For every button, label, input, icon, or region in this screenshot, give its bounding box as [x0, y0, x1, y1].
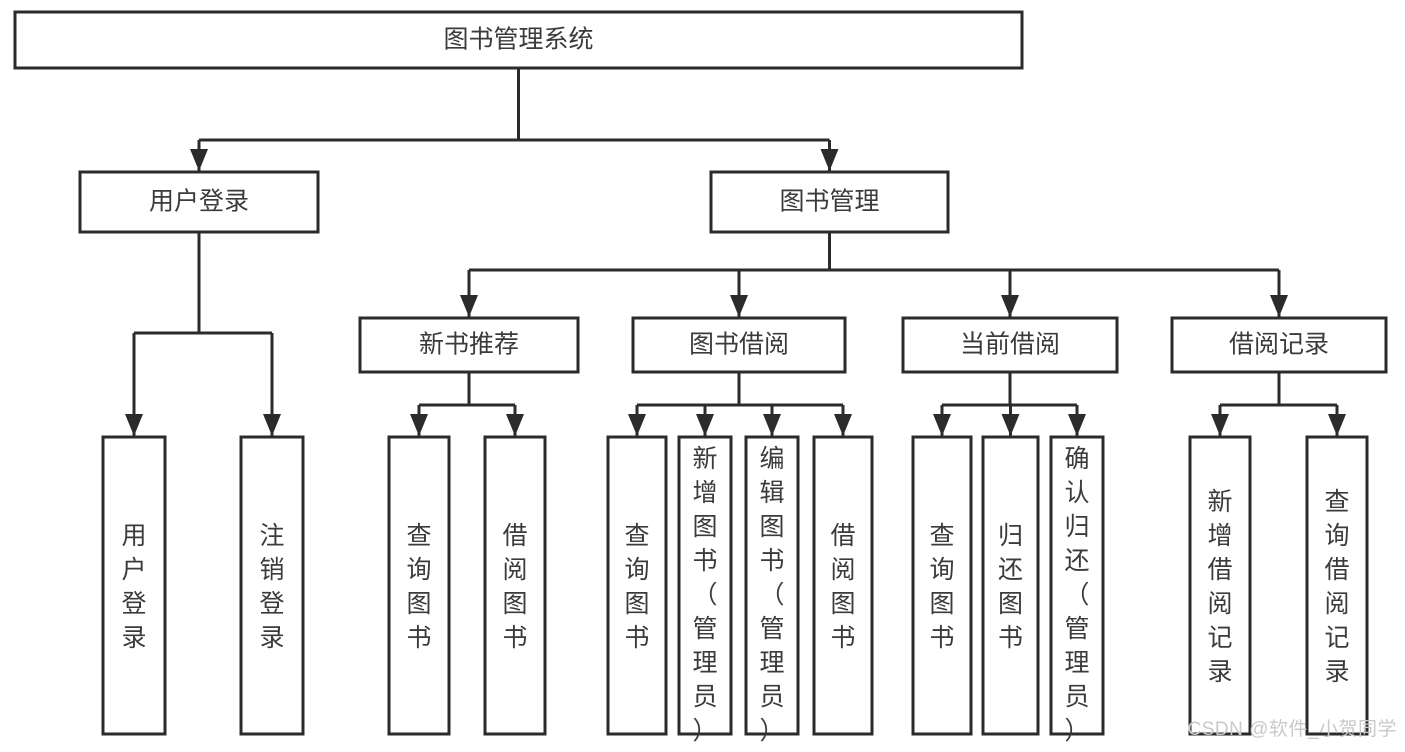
arrow-head-icon — [190, 149, 208, 171]
node-label-borrow-record: 借阅记录 — [1229, 331, 1329, 359]
node-box-book-borrow — [631, 316, 847, 374]
node-label-book-manage: 图书管理 — [779, 188, 879, 216]
node-layer: 图书管理系统用户登录用户登录注销登录图书管理新书推荐查询图书借阅图书图书借阅查询… — [13, 10, 1388, 745]
node-box-borrow-edit-book — [744, 435, 800, 736]
node-box-book-manage — [709, 170, 950, 234]
node-current-confirm-return[interactable]: 确认归还（管理员） — [1049, 435, 1105, 745]
node-label-record-query: 查询借阅记录 — [1324, 488, 1349, 686]
arrow-head-icon — [1001, 295, 1019, 317]
node-user-logout[interactable]: 注销登录 — [239, 435, 305, 736]
node-recommend-borrow-book[interactable]: 借阅图书 — [483, 435, 547, 736]
node-current-borrow[interactable]: 当前借阅 — [901, 316, 1119, 374]
node-user-login[interactable]: 用户登录 — [78, 170, 320, 234]
node-box-user-login-do — [101, 435, 167, 736]
node-box-borrow-record — [1170, 316, 1388, 374]
node-label-recommend-query-book: 查询图书 — [406, 522, 431, 652]
node-box-root — [13, 10, 1024, 70]
arrow-head-icon — [820, 149, 839, 171]
node-borrow-borrow-book[interactable]: 借阅图书 — [812, 435, 874, 736]
node-borrow-add-book[interactable]: 新增图书（管理员） — [677, 435, 733, 745]
node-label-borrow-edit-book: 编辑图书（管理员） — [759, 445, 784, 745]
node-label-borrow-add-book: 新增图书（管理员） — [692, 445, 717, 745]
node-label-user-login: 用户登录 — [149, 188, 249, 216]
arrow-head-icon — [834, 414, 852, 436]
arrow-head-icon — [263, 414, 281, 436]
node-user-login-do[interactable]: 用户登录 — [101, 435, 167, 736]
node-box-new-book-recommend — [358, 316, 580, 374]
arrow-head-icon — [125, 414, 143, 436]
node-box-record-add — [1188, 435, 1252, 736]
arrow-head-icon — [730, 295, 748, 317]
node-label-book-borrow: 图书借阅 — [689, 331, 789, 359]
arrow-head-icon — [460, 295, 478, 317]
node-borrow-query-book[interactable]: 查询图书 — [606, 435, 668, 736]
node-box-borrow-add-book — [677, 435, 733, 736]
node-label-current-confirm-return: 确认归还（管理员） — [1064, 445, 1089, 745]
node-current-return-book[interactable]: 归还图书 — [981, 435, 1040, 736]
csdn-watermark: CSDN @软件_小贺同学 — [1187, 719, 1397, 740]
node-box-user-login — [78, 170, 320, 234]
node-label-recommend-borrow-book: 借阅图书 — [502, 522, 527, 652]
node-label-new-book-recommend: 新书推荐 — [419, 331, 519, 359]
node-borrow-edit-book[interactable]: 编辑图书（管理员） — [744, 435, 800, 745]
arrow-head-icon — [1270, 295, 1288, 317]
arrow-head-icon — [696, 414, 714, 436]
node-box-current-borrow — [901, 316, 1119, 374]
arrow-head-icon — [763, 414, 781, 436]
arrow-head-icon — [1328, 414, 1346, 436]
node-record-query[interactable]: 查询借阅记录 — [1305, 435, 1369, 736]
arrow-head-icon — [506, 414, 524, 436]
node-recommend-query-book[interactable]: 查询图书 — [387, 435, 451, 736]
node-label-borrow-query-book: 查询图书 — [624, 522, 649, 652]
node-label-record-add: 新增借阅记录 — [1207, 488, 1232, 686]
node-label-current-return-book: 归还图书 — [998, 522, 1023, 652]
node-box-recommend-query-book — [387, 435, 451, 736]
node-label-current-borrow: 当前借阅 — [960, 331, 1060, 359]
node-box-user-logout — [239, 435, 305, 736]
arrow-head-icon — [628, 414, 646, 436]
arrow-head-icon — [1001, 414, 1020, 436]
node-book-manage[interactable]: 图书管理 — [709, 170, 950, 234]
node-box-record-query — [1305, 435, 1369, 736]
node-label-user-logout: 注销登录 — [259, 522, 284, 652]
node-label-user-login-do: 用户登录 — [121, 522, 146, 652]
arrow-head-icon — [933, 414, 951, 436]
node-box-current-confirm-return — [1049, 435, 1105, 736]
arrow-head-icon — [1068, 414, 1086, 436]
node-label-root: 图书管理系统 — [443, 26, 593, 54]
node-book-borrow[interactable]: 图书借阅 — [631, 316, 847, 374]
node-label-current-query-book: 查询图书 — [929, 522, 954, 652]
node-box-current-query-book — [911, 435, 973, 736]
node-root[interactable]: 图书管理系统 — [13, 10, 1024, 70]
arrow-head-icon — [410, 414, 428, 436]
connector-layer — [125, 68, 1346, 436]
arrow-head-icon — [1211, 414, 1229, 436]
node-new-book-recommend[interactable]: 新书推荐 — [358, 316, 580, 374]
node-record-add[interactable]: 新增借阅记录 — [1188, 435, 1252, 736]
node-label-borrow-borrow-book: 借阅图书 — [830, 522, 855, 652]
node-box-borrow-query-book — [606, 435, 668, 736]
node-borrow-record[interactable]: 借阅记录 — [1170, 316, 1388, 374]
node-current-query-book[interactable]: 查询图书 — [911, 435, 973, 736]
node-box-recommend-borrow-book — [483, 435, 547, 736]
node-box-current-return-book — [981, 435, 1040, 736]
node-box-borrow-borrow-book — [812, 435, 874, 736]
